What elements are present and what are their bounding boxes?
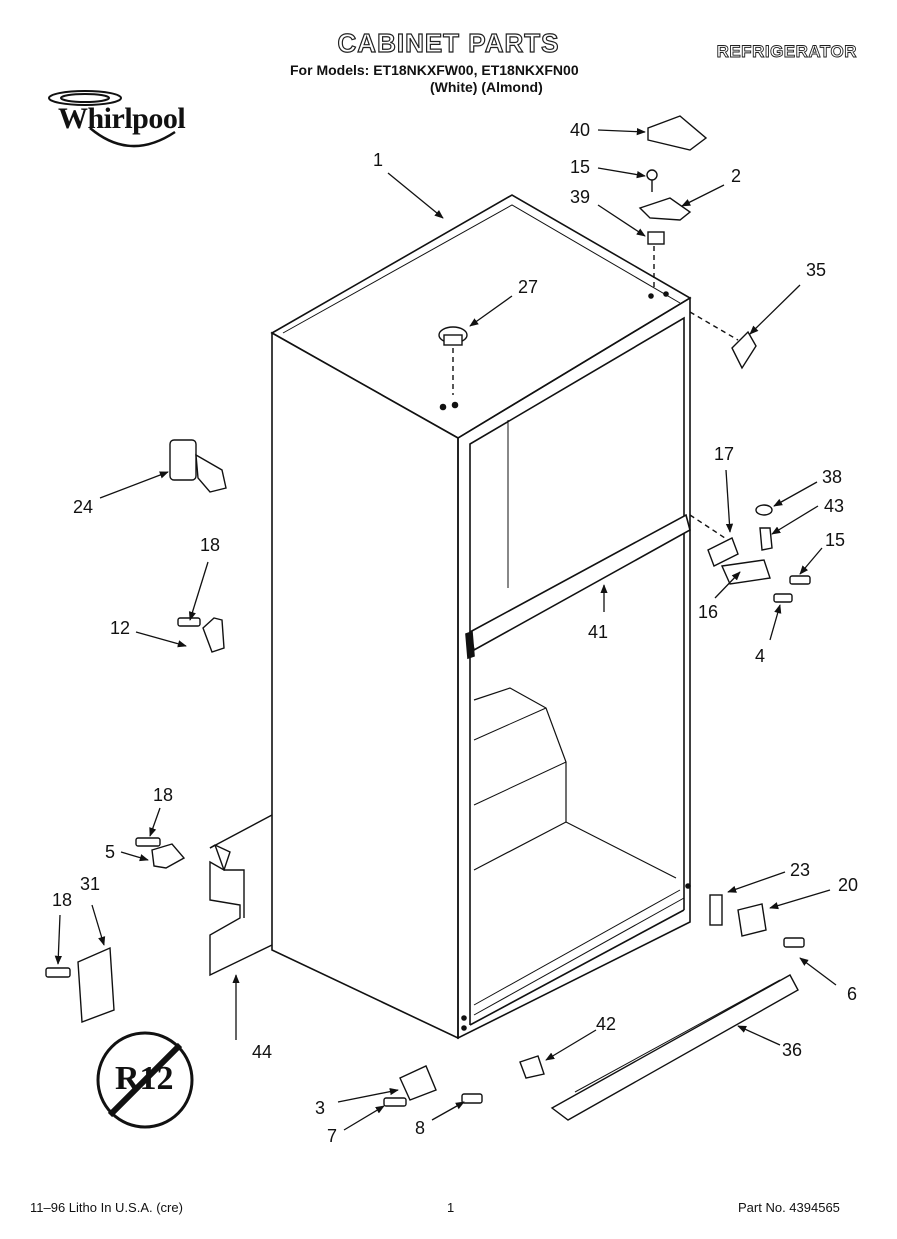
r12-badge-text: R12 xyxy=(115,1060,174,1097)
callout-35: 35 xyxy=(805,260,827,280)
callout-39: 39 xyxy=(569,187,591,207)
callout-24: 24 xyxy=(72,497,94,517)
callout-17: 17 xyxy=(713,444,735,464)
callout-44: 44 xyxy=(251,1042,273,1062)
models-line: For Models: ET18NKXFW00, ET18NKXFN00 xyxy=(290,62,579,78)
callout-38: 38 xyxy=(821,467,843,487)
hinge-cover-part xyxy=(647,115,708,151)
cover-part xyxy=(77,946,115,1023)
shim-part xyxy=(647,231,665,245)
footer-part-number: Part No. 4394565 xyxy=(738,1200,840,1215)
colors-line: (White) (Almond) xyxy=(430,79,543,95)
callout-15: 15 xyxy=(824,530,846,550)
callout-31: 31 xyxy=(79,874,101,894)
plug-part xyxy=(438,326,468,395)
hinge-pin-part xyxy=(759,527,773,551)
center-hinge-shim-part xyxy=(707,537,739,567)
roller-bracket-part xyxy=(399,1065,437,1101)
callout-18: 18 xyxy=(51,890,73,910)
callout-7: 7 xyxy=(326,1126,338,1146)
top-hinge-part xyxy=(638,197,692,221)
callout-40: 40 xyxy=(569,120,591,140)
whirlpool-swirl-icon xyxy=(48,90,176,148)
callout-42: 42 xyxy=(595,1014,617,1034)
screw-part xyxy=(177,617,201,627)
callout-6: 6 xyxy=(846,984,858,1004)
side-panel-part xyxy=(209,814,273,977)
callout-3: 3 xyxy=(314,1098,326,1118)
footer-page-number: 1 xyxy=(447,1200,455,1215)
screw-part xyxy=(646,169,658,192)
clip-part xyxy=(151,843,186,869)
screw-part xyxy=(461,1093,483,1104)
footer-litho: 11–96 Litho In U.S.A. (cre) xyxy=(30,1200,183,1215)
callout-27: 27 xyxy=(517,277,539,297)
category-label: REFRIGERATOR xyxy=(716,42,857,62)
callout-23: 23 xyxy=(789,860,811,880)
callout-15: 15 xyxy=(569,157,591,177)
screw-part xyxy=(789,575,811,585)
bracket-part xyxy=(202,617,225,653)
screw-part xyxy=(45,967,71,978)
callout-18: 18 xyxy=(152,785,174,805)
r12-badge-icon xyxy=(96,1031,194,1129)
callout-20: 20 xyxy=(837,875,859,895)
axle-part xyxy=(383,1097,407,1107)
callout-36: 36 xyxy=(781,1040,803,1060)
screw-part xyxy=(135,837,161,847)
callout-12: 12 xyxy=(109,618,131,638)
screw-part xyxy=(783,937,805,948)
leveling-leg-part xyxy=(169,439,227,493)
toe-grille-part xyxy=(550,974,799,1121)
brand-logo-text: Whirlpool xyxy=(58,102,186,135)
center-hinge-part xyxy=(720,559,771,585)
lower-hinge-part xyxy=(737,903,767,937)
callout-4: 4 xyxy=(754,646,766,666)
callout-43: 43 xyxy=(823,496,845,516)
cabinet-body xyxy=(270,194,692,1040)
callout-18: 18 xyxy=(199,535,221,555)
handle-trim-part xyxy=(731,330,757,370)
grille-clip-part xyxy=(519,1055,545,1079)
screw-part xyxy=(773,593,793,603)
callout-8: 8 xyxy=(414,1118,426,1138)
lower-shim-part xyxy=(709,894,723,926)
callout-41: 41 xyxy=(587,622,609,642)
callout-2: 2 xyxy=(730,166,742,186)
callout-16: 16 xyxy=(697,602,719,622)
page-title: CABINET PARTS xyxy=(337,27,560,58)
callout-1: 1 xyxy=(372,150,384,170)
washer-part xyxy=(755,504,773,516)
callout-5: 5 xyxy=(104,842,116,862)
